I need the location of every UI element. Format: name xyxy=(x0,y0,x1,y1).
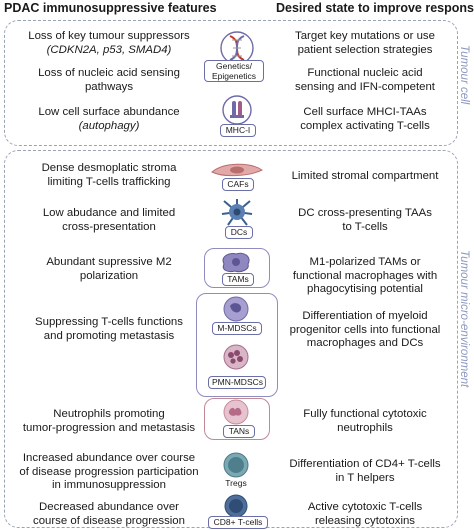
tme-section-label: Tumour micro-environment xyxy=(458,250,470,388)
monocytic-mdsc-icon xyxy=(220,296,252,322)
feature-row-3: Low cell surface abundance(autophagy) xyxy=(38,106,180,132)
tumour-cell-panel xyxy=(4,20,458,146)
granulocytic-mdsc-icon xyxy=(220,344,252,370)
m-mdscs-label: M-MDSCs xyxy=(212,322,262,335)
genetics-label: Genetics/Epigenetics xyxy=(204,60,264,82)
tans-label: TANs xyxy=(223,425,255,438)
tams-label: TAMs xyxy=(222,273,254,286)
feature-row-1: Loss of key tumour suppressors(CDKN2A, p… xyxy=(28,30,190,56)
cafs-label: CAFs xyxy=(222,178,254,191)
target-row-4: Limited stromal compartment xyxy=(291,170,439,182)
mhc-receptor-icon xyxy=(219,95,255,125)
macrophage-icon xyxy=(218,250,254,274)
right-column-header: Desired state to improve responses xyxy=(276,1,474,15)
neutrophil-icon xyxy=(220,399,252,425)
tans-group-box xyxy=(204,398,270,440)
mdsc-group-box xyxy=(196,293,278,397)
mhc-label: MHC-I xyxy=(220,124,256,137)
dcs-label: DCs xyxy=(225,226,253,239)
left-column-header: PDAC immunosuppressive features xyxy=(4,1,217,15)
cd8-label: CD8+ T-cells xyxy=(208,516,268,529)
pmn-mdscs-label: PMN-MDSCs xyxy=(208,376,266,389)
tregs-label: Tregs xyxy=(225,478,247,488)
fibroblast-icon xyxy=(210,160,264,180)
dendritic-cell-icon xyxy=(220,198,254,226)
tumour-cell-section-label: Tumour cell xyxy=(458,45,470,105)
tams-group-box xyxy=(204,248,270,288)
cd8-t-cell-icon xyxy=(221,494,251,518)
treg-cell-icon xyxy=(221,452,251,478)
